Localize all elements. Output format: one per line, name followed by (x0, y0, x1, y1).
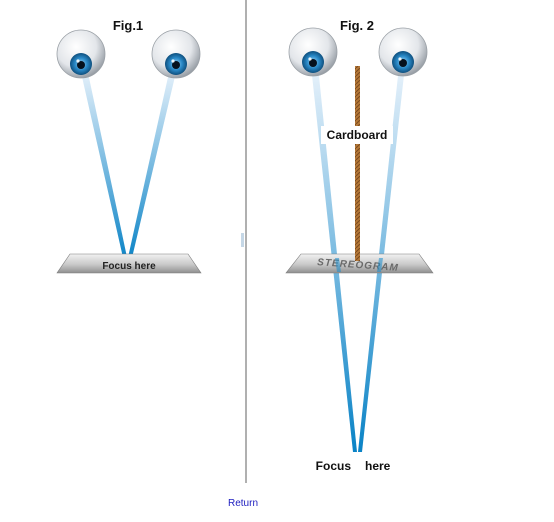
eyeball-icon (288, 27, 338, 77)
right-sight-line (127, 68, 177, 262)
figure-2: Fig. 2 STEREOGRAM Cardboard Focus here (285, 18, 434, 473)
return-link[interactable]: Return (228, 498, 259, 509)
cardboard-divider (355, 66, 360, 261)
cardboard-label: Cardboard (327, 128, 388, 142)
left-sight-line (80, 68, 128, 262)
here-word: here (365, 459, 391, 473)
eyeball-icon (56, 29, 106, 79)
eyeball-icon (378, 27, 428, 77)
right-sight-line-front (377, 258, 383, 272)
eyeball-icon (151, 29, 201, 79)
stereogram-plate (285, 253, 434, 274)
focus-plate-label: Focus here (102, 261, 156, 272)
focus-word: Focus (316, 459, 352, 473)
divider-handle[interactable] (241, 233, 244, 247)
figure-1-title: Fig.1 (113, 18, 143, 33)
figure-1: Fig.1 Focus here (56, 18, 202, 274)
cardboard-label-bg (321, 126, 393, 144)
left-sight-line-front (335, 258, 341, 272)
figure-2-title: Fig. 2 (340, 18, 374, 33)
focus-plate (56, 253, 202, 274)
